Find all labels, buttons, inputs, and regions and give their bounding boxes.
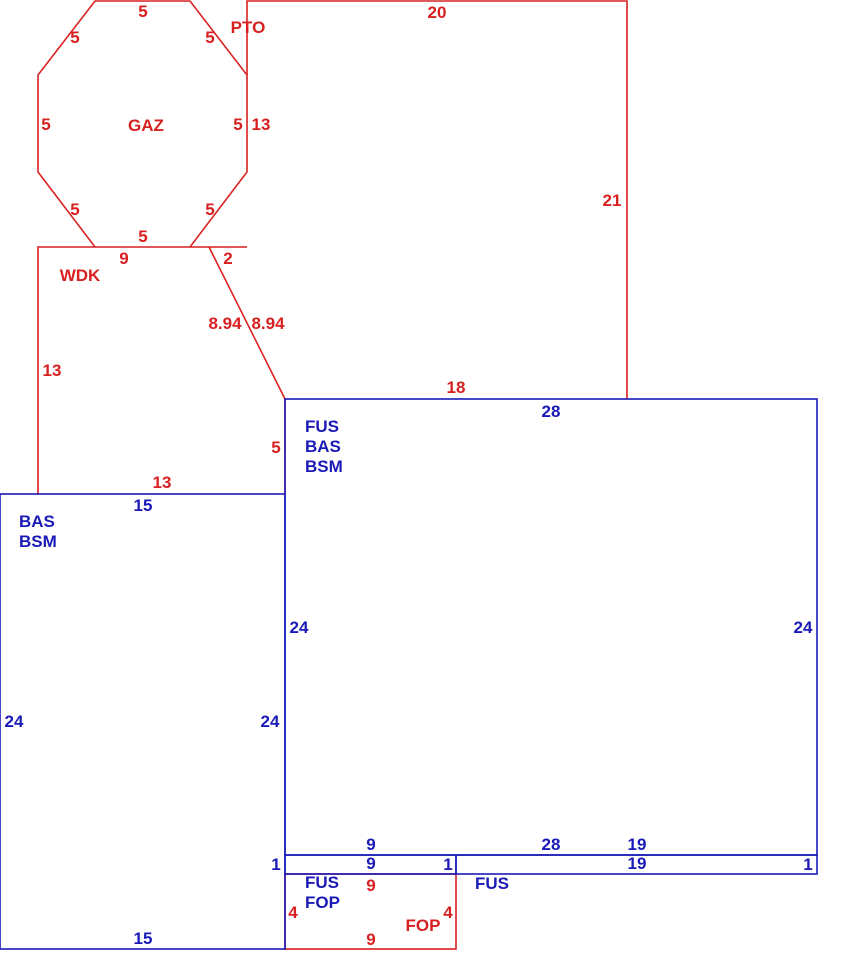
- main-label-fus: FUS: [305, 417, 339, 436]
- fop-label-fop-blue: FOP: [305, 893, 340, 912]
- fop-label-fus: FUS: [305, 873, 339, 892]
- gaz-dim-top-right: 5: [205, 28, 214, 47]
- gaz-dim-bottom-left: 5: [70, 200, 79, 219]
- fop-dim-bottom: 9: [366, 930, 375, 949]
- main-dim-bottom-left: 9: [366, 835, 375, 854]
- fop-dim-left: 4: [288, 903, 298, 922]
- main-dim-right: 24: [794, 618, 813, 637]
- pto-dim-step: 5: [271, 438, 280, 457]
- strip-dim-right-end: 1: [803, 855, 812, 874]
- wdk-label: WDK: [60, 266, 101, 285]
- main-dim-top: 28: [542, 402, 561, 421]
- pto-dim-left: 13: [252, 115, 271, 134]
- pto-dim-bottom: 18: [447, 378, 466, 397]
- main-label-bas: BAS: [305, 437, 341, 456]
- pto-dim-top: 20: [428, 3, 447, 22]
- wdk-dim-top: 9: [119, 249, 128, 268]
- gaz-dim-top: 5: [138, 2, 147, 21]
- fop-dim-right: 4: [443, 903, 453, 922]
- main-dim-left: 24: [290, 618, 309, 637]
- main-dim-bottom-right: 19: [628, 835, 647, 854]
- pto-dim-inner-bottom: 2: [223, 249, 232, 268]
- left-block-rect: [0, 493, 286, 950]
- pto-outline: [246, 0, 628, 399]
- strip-dim-right-top: 19: [628, 854, 647, 873]
- pto-label: PTO: [231, 18, 266, 37]
- main-floor-rect: [284, 398, 818, 856]
- fus-label: FUS: [475, 874, 509, 893]
- strip-right-rect: [455, 854, 818, 875]
- gaz-dim-bottom: 5: [138, 227, 147, 246]
- left-block-dim-bottom: 15: [134, 929, 153, 948]
- gaz-label: GAZ: [128, 116, 164, 135]
- main-label-bsm: BSM: [305, 457, 343, 476]
- left-block-label-bas: BAS: [19, 512, 55, 531]
- left-block-label-bsm: BSM: [19, 532, 57, 551]
- wdk-dim-left: 13: [43, 361, 62, 380]
- wdk-dim-bottom: 13: [153, 473, 172, 492]
- strip-dim-far-left: 1: [271, 855, 280, 874]
- main-dim-bottom: 28: [542, 835, 561, 854]
- gaz-dim-bottom-right: 5: [205, 200, 214, 219]
- strip-dim-left-top: 9: [366, 854, 375, 873]
- fop-label: FOP: [406, 916, 441, 935]
- left-block-dim-left: 24: [5, 712, 24, 731]
- pto-diagonal: [208, 246, 286, 400]
- left-block-dim-right: 24: [261, 712, 280, 731]
- gaz-dim-left: 5: [41, 115, 50, 134]
- gaz-dim-top-left: 5: [70, 28, 79, 47]
- wdk-outline: [37, 246, 95, 494]
- fop-dim-top: 9: [366, 876, 375, 895]
- strip-dim-left-end: 1: [443, 855, 452, 874]
- pto-dim-diag-left: 8.94: [208, 314, 242, 333]
- gaz-dim-right: 5: [233, 115, 242, 134]
- pto-dim-right: 21: [603, 191, 622, 210]
- pto-dim-diag-right: 8.94: [251, 314, 285, 333]
- left-block-dim-top: 15: [134, 496, 153, 515]
